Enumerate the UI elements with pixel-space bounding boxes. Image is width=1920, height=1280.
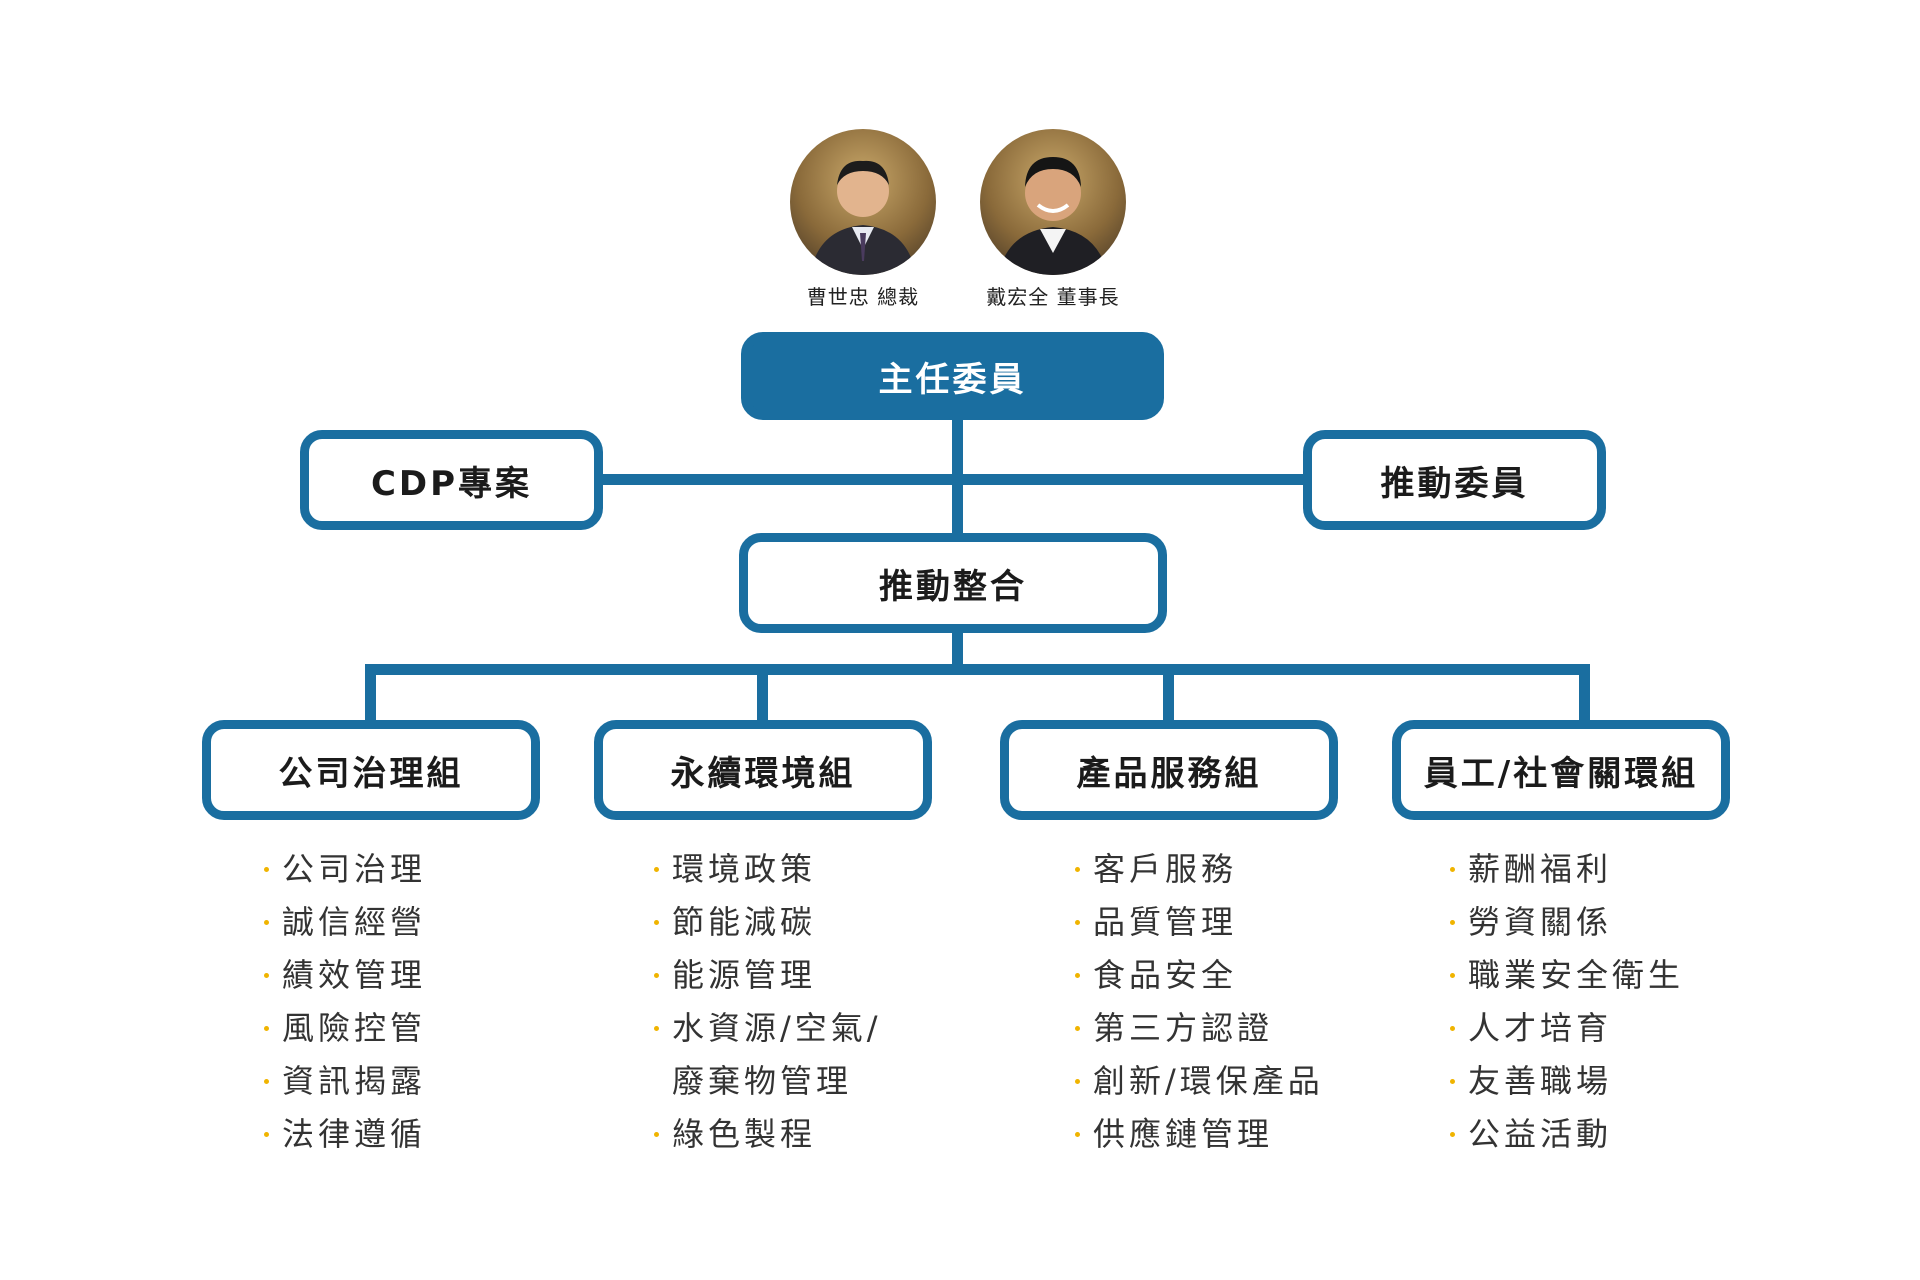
list-item: 水資源/空氣/ [654,1002,882,1055]
caption-president: 曹世忠 總裁 [806,285,920,309]
bullet-dot [1075,973,1080,978]
list-item: 誠信經營 [264,896,426,949]
bullet-dot [264,867,269,872]
list-item: 風險控管 [264,1002,426,1055]
list-product-service: 客戶服務 品質管理 食品安全 第三方認證 創新/環保產品 供應鏈管理 [1075,843,1324,1161]
list-item: 供應鏈管理 [1075,1108,1324,1161]
chief-committee-box: 主任委員 [741,332,1164,420]
list-environment: 環境政策 節能減碳 能源管理 水資源/空氣/ 廢棄物管理 綠色製程 [654,843,882,1161]
list-item: 節能減碳 [654,896,882,949]
bullet-dot [264,973,269,978]
list-item: 公益活動 [1450,1108,1684,1161]
list-item: 資訊揭露 [264,1055,426,1108]
cdp-project-box: CDP專案 [300,430,603,530]
list-item: 第三方認證 [1075,1002,1324,1055]
list-item: 法律遵循 [264,1108,426,1161]
list-item: 職業安全衛生 [1450,949,1684,1002]
group-box-employee-social: 員工/社會關環組 [1392,720,1730,820]
bullet-dot [264,1079,269,1084]
list-item: 績效管理 [264,949,426,1002]
connector-horizontal-mid [600,474,1315,485]
promotion-committee-box: 推動委員 [1303,430,1606,530]
bullet-dot [654,1026,659,1031]
connector-group-4 [1579,664,1590,724]
bullet-dot [654,920,659,925]
bullet-dot [1075,867,1080,872]
bullet-dot [654,973,659,978]
connector-groups-horizontal [365,664,1590,675]
bullet-dot [654,867,659,872]
bullet-dot [654,1132,659,1137]
portrait-chairman [980,129,1126,275]
group-box-environment: 永續環境組 [594,720,932,820]
list-item: 友善職場 [1450,1055,1684,1108]
list-item: 勞資關係 [1450,896,1684,949]
list-item: 環境政策 [654,843,882,896]
bullet-dot [1075,1132,1080,1137]
group-box-governance: 公司治理組 [202,720,540,820]
connector-group-2 [757,664,768,724]
list-item: 薪酬福利 [1450,843,1684,896]
bullet-dot [1450,1026,1455,1031]
list-governance: 公司治理 誠信經營 績效管理 風險控管 資訊揭露 法律遵循 [264,843,426,1161]
bullet-dot [264,1026,269,1031]
connector-group-3 [1163,664,1174,724]
connector-group-1 [365,664,376,724]
list-item: 能源管理 [654,949,882,1002]
list-item: 綠色製程 [654,1108,882,1161]
list-item: 公司治理 [264,843,426,896]
bullet-dot [264,1132,269,1137]
list-item-continuation: 廢棄物管理 [672,1062,853,1100]
portrait-president [790,129,936,275]
bullet-dot [1450,920,1455,925]
bullet-dot [1450,1132,1455,1137]
promotion-integration-box: 推動整合 [739,533,1167,633]
bullet-dot [264,920,269,925]
bullet-dot [1450,1079,1455,1084]
caption-chairman: 戴宏全 董事長 [986,285,1120,309]
bullet-dot [1075,920,1080,925]
bullet-dot [1450,973,1455,978]
group-box-product-service: 產品服務組 [1000,720,1338,820]
bullet-dot [1075,1079,1080,1084]
list-item: 食品安全 [1075,949,1324,1002]
list-item: 客戶服務 [1075,843,1324,896]
list-employee-social: 薪酬福利 勞資關係 職業安全衛生 人才培育 友善職場 公益活動 [1450,843,1684,1161]
list-item: 創新/環保產品 [1075,1055,1324,1108]
connector-lower-vertical [952,626,963,672]
list-item: 人才培育 [1450,1002,1684,1055]
list-item: 品質管理 [1075,896,1324,949]
bullet-dot [1075,1026,1080,1031]
bullet-dot [1450,867,1455,872]
